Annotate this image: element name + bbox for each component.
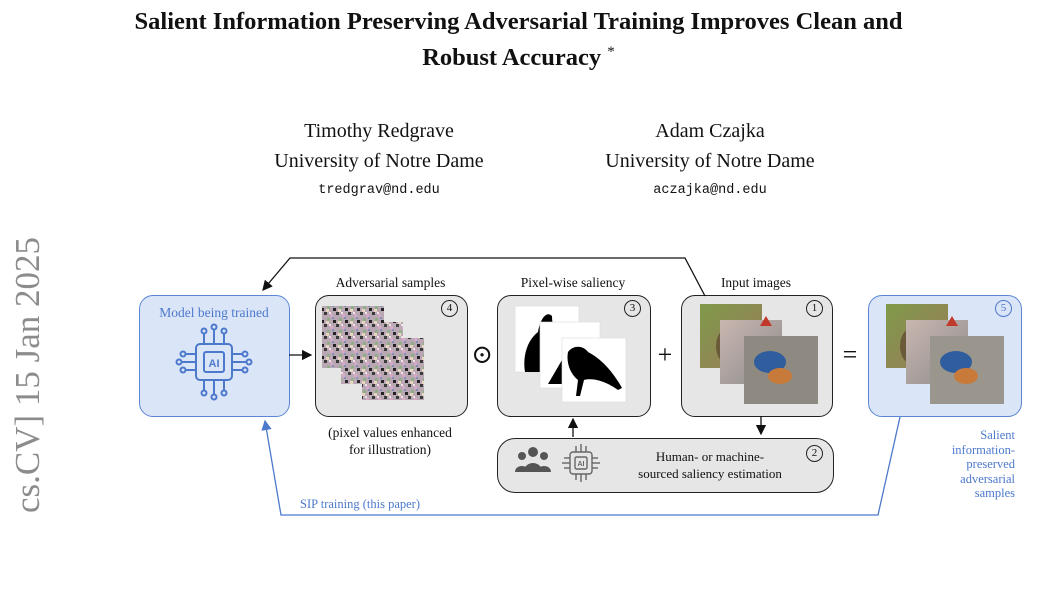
author-1-email[interactable]: tredgrav@nd.edu [318,183,440,198]
author-2-name: Adam Czajka [655,120,765,142]
step-number-4: 4 [441,300,458,317]
salient-preserved-images [886,304,1004,404]
author-2-email[interactable]: aczajka@nd.edu [653,183,767,198]
input-images [700,304,818,404]
result-caption-line-3: preserved [966,457,1015,471]
adversarial-caption: (pixel values enhanced for illustration) [300,424,480,458]
step-number-5: 5 [995,300,1012,317]
adversarial-sample-images [322,306,424,400]
result-caption-line-4: adversarial [960,471,1015,486]
saliency-label: Pixel-wise saliency [520,275,626,290]
author-1-affiliation: University of Notre Dame [274,150,484,172]
model-box [139,295,290,417]
result-caption-line-5: samples [974,486,1015,500]
ai-chip-icon-text: AI [209,358,220,370]
estimation-box [497,438,834,493]
sip-training-label: SIP training (this paper) [300,497,421,511]
model-label: Model being trained [159,305,269,320]
adversarial-label: Adversarial samples [335,275,446,290]
title-footnote-mark: * [607,43,615,60]
adversarial-caption-line-2: for illustration) [348,442,432,457]
sip-training-loop-arrow [261,416,901,516]
saliency-mask-images [514,305,627,403]
people-icon [515,447,551,472]
step-number-2: 2 [806,445,823,462]
ai-chip-icon [175,323,253,401]
step-number-1: 1 [806,300,823,317]
result-caption-line-1: Salient [980,428,1015,442]
step-number-3: 3 [624,300,641,317]
small-ai-chip-icon-text: AI [578,461,585,468]
result-caption: Salient information- preserved adversari… [925,428,1015,501]
adversarial-caption-line-1: (pixel values enhanced [328,425,452,440]
estimation-label: Human- or machine- sourced saliency esti… [625,448,795,482]
author-1-name: Timothy Redgrave [304,120,454,142]
small-ai-chip-icon [562,444,600,482]
author-2-affiliation: University of Notre Dame [605,150,815,172]
plus-operator: + [657,340,673,369]
title-line-1: Salient Information Preserving Adversari… [134,8,903,35]
input-label: Input images [720,275,792,290]
figure-graphics: AI AI [175,257,1004,516]
author-1: Timothy Redgrave University of Notre Dam… [229,116,529,206]
result-caption-line-2: information- [951,442,1015,457]
estimation-label-line-1: Human- or machine- [655,449,765,464]
estimation-label-line-2: sourced saliency estimation [638,466,782,481]
title-line-2: Robust Accuracy [422,44,602,71]
paper-title: Salient Information Preserving Adversari… [0,4,1037,76]
equals-operator: = [842,340,858,369]
author-2: Adam Czajka University of Notre Dame acz… [560,116,860,206]
feedback-arrow [262,257,706,297]
hadamard-operator: ⊙ [471,340,493,369]
